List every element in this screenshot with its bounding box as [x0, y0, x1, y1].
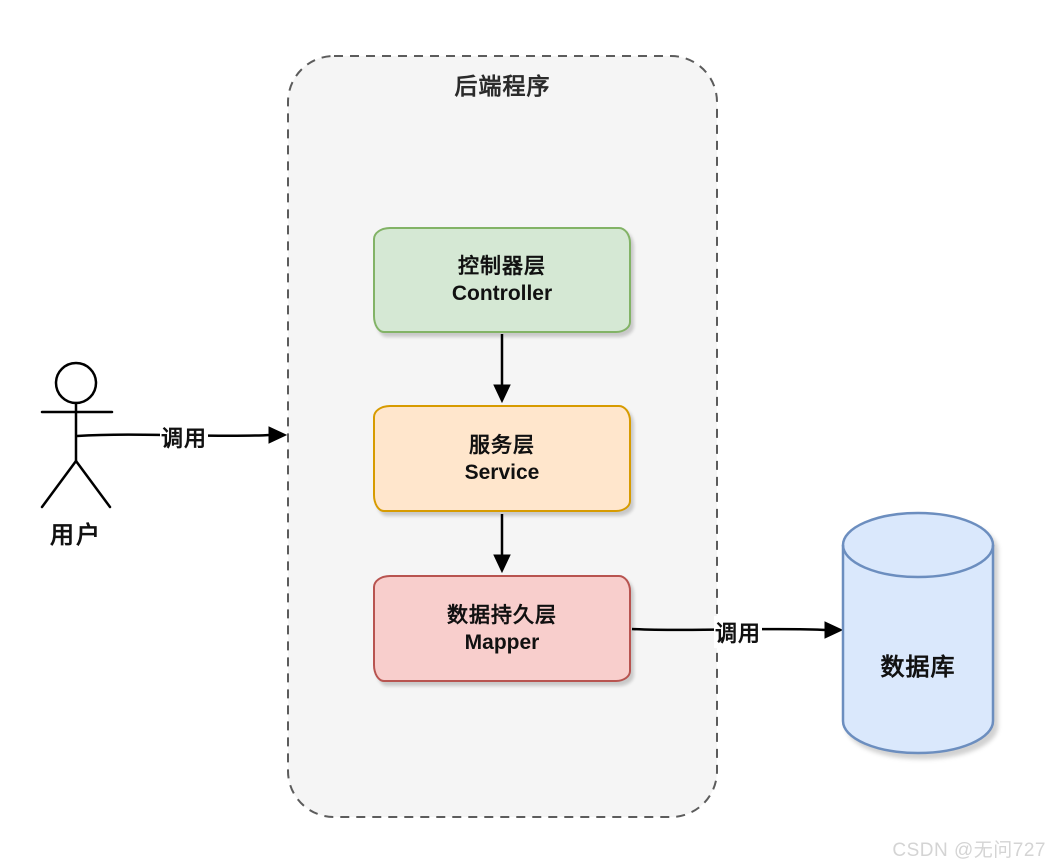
- watermark: CSDN @无问727: [892, 840, 1046, 861]
- arrowhead-icon: [268, 426, 288, 444]
- actor-label: 用户: [50, 522, 102, 549]
- node-controller-subtitle: Controller: [451, 282, 553, 305]
- user-actor-icon: [40, 361, 114, 509]
- node-controller: 控制器层 Controller: [373, 227, 631, 333]
- database-label: 数据库: [880, 654, 956, 681]
- node-service-subtitle: Service: [464, 460, 540, 484]
- edge-label-user-call: 调用: [160, 421, 209, 453]
- backend-container-title: 后端程序: [454, 73, 551, 99]
- database-cylinder-icon: [841, 511, 995, 755]
- arrow-service-to-mapper: [493, 514, 511, 574]
- arrowhead-icon: [493, 384, 511, 404]
- arrowhead-icon: [493, 554, 511, 574]
- arrow-controller-to-service: [493, 334, 511, 404]
- node-mapper-title: 数据持久层: [447, 603, 557, 627]
- edge-label-db-call: 调用: [714, 616, 763, 648]
- node-service: 服务层 Service: [373, 405, 631, 512]
- arrowhead-icon: [824, 621, 844, 639]
- node-mapper: 数据持久层 Mapper: [373, 575, 631, 682]
- node-service-title: 服务层: [469, 433, 535, 457]
- node-mapper-subtitle: Mapper: [464, 630, 540, 654]
- node-controller-title: 控制器层: [458, 255, 546, 278]
